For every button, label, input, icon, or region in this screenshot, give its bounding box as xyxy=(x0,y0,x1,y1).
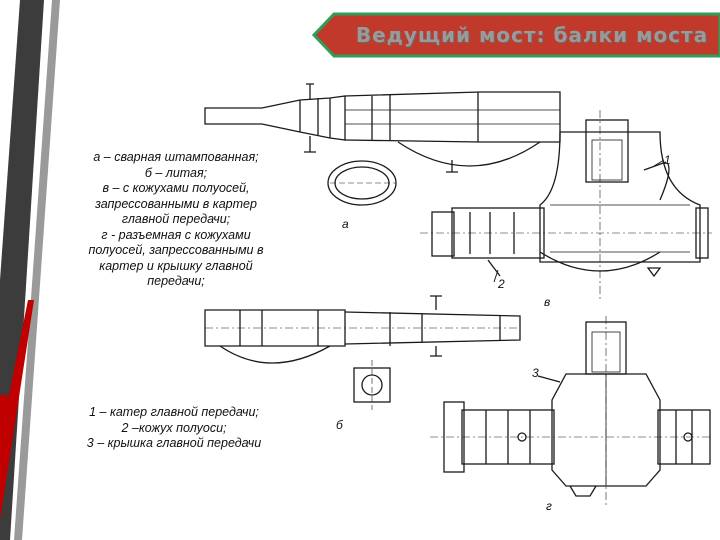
label-a: а xyxy=(342,217,349,231)
label-1: 1 xyxy=(664,153,671,167)
label-2: 2 xyxy=(498,277,505,291)
gray-stripe xyxy=(14,0,60,540)
label-g: г xyxy=(546,499,552,513)
drawing-b-cast-beam xyxy=(204,295,521,410)
left-stripes-decoration xyxy=(0,0,60,540)
drawing-v-housing xyxy=(420,110,712,300)
label-v: в xyxy=(544,295,551,309)
label-3: 3 xyxy=(532,366,539,380)
drawing-a-welded-beam xyxy=(204,83,561,206)
label-b: б xyxy=(336,418,343,432)
legend-part-numbers: 1 – катер главной передачи; 2 –кожух пол… xyxy=(86,405,262,450)
drawing-g-split-axle xyxy=(430,316,712,506)
red-stripe-bottom xyxy=(0,300,34,520)
title-banner xyxy=(312,12,720,58)
slide-title: Ведущий мост: балки моста xyxy=(355,23,709,47)
legend-axle-types: а – сварная штампованная; б – литая; в –… xyxy=(88,150,264,288)
